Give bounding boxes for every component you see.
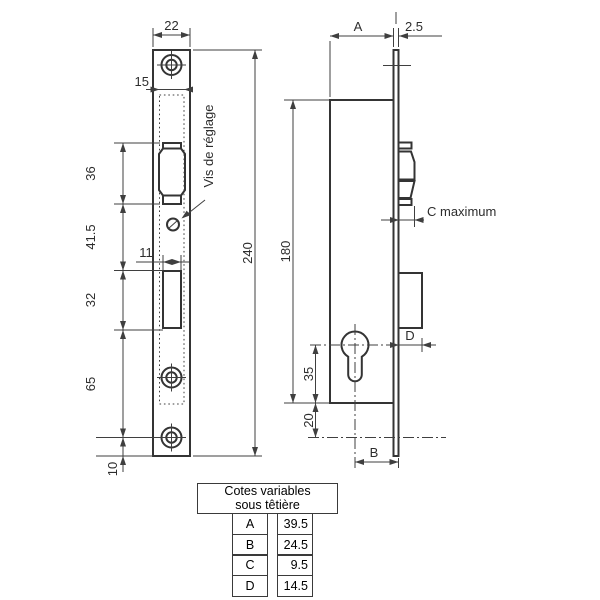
dim-total-height: 240 [193, 49, 262, 457]
table-header: Cotes variables sous têtière [197, 483, 338, 514]
dim-label-2-5: 2.5 [405, 19, 423, 34]
dim-label-22: 22 [164, 18, 178, 33]
adjustment-screw [166, 217, 180, 232]
side-view: A 2.5 180 C maximum [278, 12, 496, 468]
table-label-B: B [232, 533, 268, 556]
table-value-B: 24.5 [277, 533, 313, 556]
table-label-column: A B C D [232, 513, 268, 598]
annotation-vis-de-reglage: Vis de réglage [181, 105, 216, 219]
table-value-C: 9.5 [277, 554, 313, 577]
dim-label-20: 20 [301, 413, 316, 427]
table-label-A: A [232, 513, 268, 535]
table-value-D: 14.5 [277, 575, 313, 598]
dim-case-depth: A [329, 19, 394, 97]
dim-label-180: 180 [278, 241, 293, 263]
screw-hole-bottom [157, 423, 186, 452]
variable-dims-table: Cotes variables sous têtière A B C D 39.… [197, 483, 338, 598]
table-label-C: C [232, 554, 268, 577]
latch-slot [162, 270, 182, 329]
dim-faceplate-width: 22 [152, 18, 191, 47]
dim-bolt-projection: D [386, 328, 436, 352]
euro-cylinder [310, 324, 388, 468]
roller-front [158, 142, 186, 205]
dim-label-240: 240 [240, 242, 255, 264]
dim-latch-slot-width: 11 [136, 245, 189, 270]
roller-side [397, 141, 416, 206]
dim-label-35: 35 [301, 367, 316, 381]
dim-label-B: B [370, 445, 379, 460]
deadbolt-side [397, 272, 423, 329]
annotation-label: Vis de réglage [201, 105, 216, 188]
table-value-column: 39.5 24.5 9.5 14.5 [277, 513, 313, 598]
dim-label-41-5: 41.5 [83, 224, 98, 249]
table-header-line1: Cotes variables [224, 484, 311, 498]
dim-label-32: 32 [83, 293, 98, 307]
dim-label-15: 15 [135, 74, 149, 89]
screw-hole-middle [157, 363, 186, 392]
lock-case-hidden-outline [159, 94, 185, 405]
dim-chain-left: 36 41.5 32 65 10 [83, 142, 163, 476]
dim-label-65: 65 [83, 377, 98, 391]
faceplate-front [152, 49, 191, 457]
dim-label-C-maximum: C maximum [427, 204, 496, 219]
dim-label-10: 10 [105, 462, 120, 476]
dim-case-height: 180 [278, 99, 329, 404]
dim-chain-cylinder: 35 20 [301, 345, 446, 438]
dim-case-width: 15 [135, 74, 193, 93]
dim-backset: B [355, 445, 399, 468]
dim-roller-projection: C maximum [381, 204, 496, 227]
dim-label-11: 11 [139, 245, 153, 260]
screw-hole-top [157, 51, 186, 79]
front-view: 22 15 36 [83, 18, 262, 476]
table-value-A: 39.5 [277, 513, 313, 535]
faceplate-side [392, 49, 400, 457]
dim-label-36: 36 [83, 166, 98, 180]
table-header-line2: sous têtière [235, 497, 300, 512]
dim-label-A: A [354, 19, 363, 34]
table-label-D: D [232, 575, 268, 598]
leader-arrow [181, 210, 191, 219]
dim-faceplate-thickness: 2.5 [398, 19, 442, 47]
dim-label-D: D [405, 328, 414, 343]
